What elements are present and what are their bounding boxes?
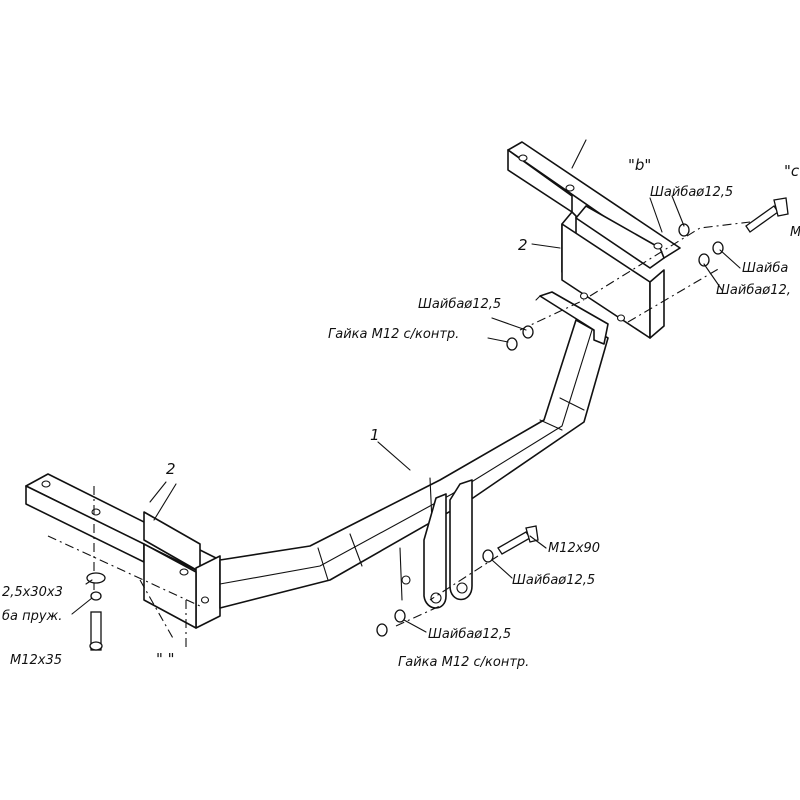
label-washer-mid: Шайбаø12,5: [418, 297, 501, 312]
label-washer-left-spring: ба пруж.: [2, 609, 62, 624]
bolt-ball-mount: [497, 525, 539, 555]
part-number-2-right: 2: [518, 236, 528, 254]
view-marker-c: "c": [784, 162, 800, 180]
leader-lines: [71, 195, 741, 633]
right-bracket: [507, 139, 681, 339]
label-bolt-ball-mount: M12x90: [548, 541, 600, 556]
part-number-1: 1: [370, 426, 380, 444]
label-bolt-top-right: M: [790, 225, 800, 240]
left-bracket: [25, 473, 221, 629]
view-marker-b: "b": [628, 156, 651, 174]
label-washer-right-lower: Шайбаø12,: [716, 283, 791, 298]
view-marker-a: " ": [156, 650, 175, 668]
label-nut-mid: Гайка М12 с/контр.: [328, 327, 459, 342]
ball-mount-plates: [399, 479, 473, 609]
label-nut-ball-mount: Гайка М12 с/контр.: [398, 655, 529, 670]
label-washer-left-big: 2,5x30x3: [2, 585, 63, 600]
bolt-left: [89, 611, 103, 651]
bolt-top-right: [745, 197, 789, 233]
label-washer-ball-mount-lower: Шайбаø12,5: [428, 627, 511, 642]
part-number-2-left: 2: [166, 460, 176, 478]
label-washer-ball-mount-upper: Шайбаø12,5: [512, 573, 595, 588]
main-beam: [219, 291, 609, 609]
fasteners: [86, 197, 789, 651]
label-bolt-left: M12x35: [10, 653, 62, 668]
label-washer-top-right: Шайбаø12,5: [650, 185, 733, 200]
label-spring-washer-right: Шайба: [742, 261, 788, 276]
